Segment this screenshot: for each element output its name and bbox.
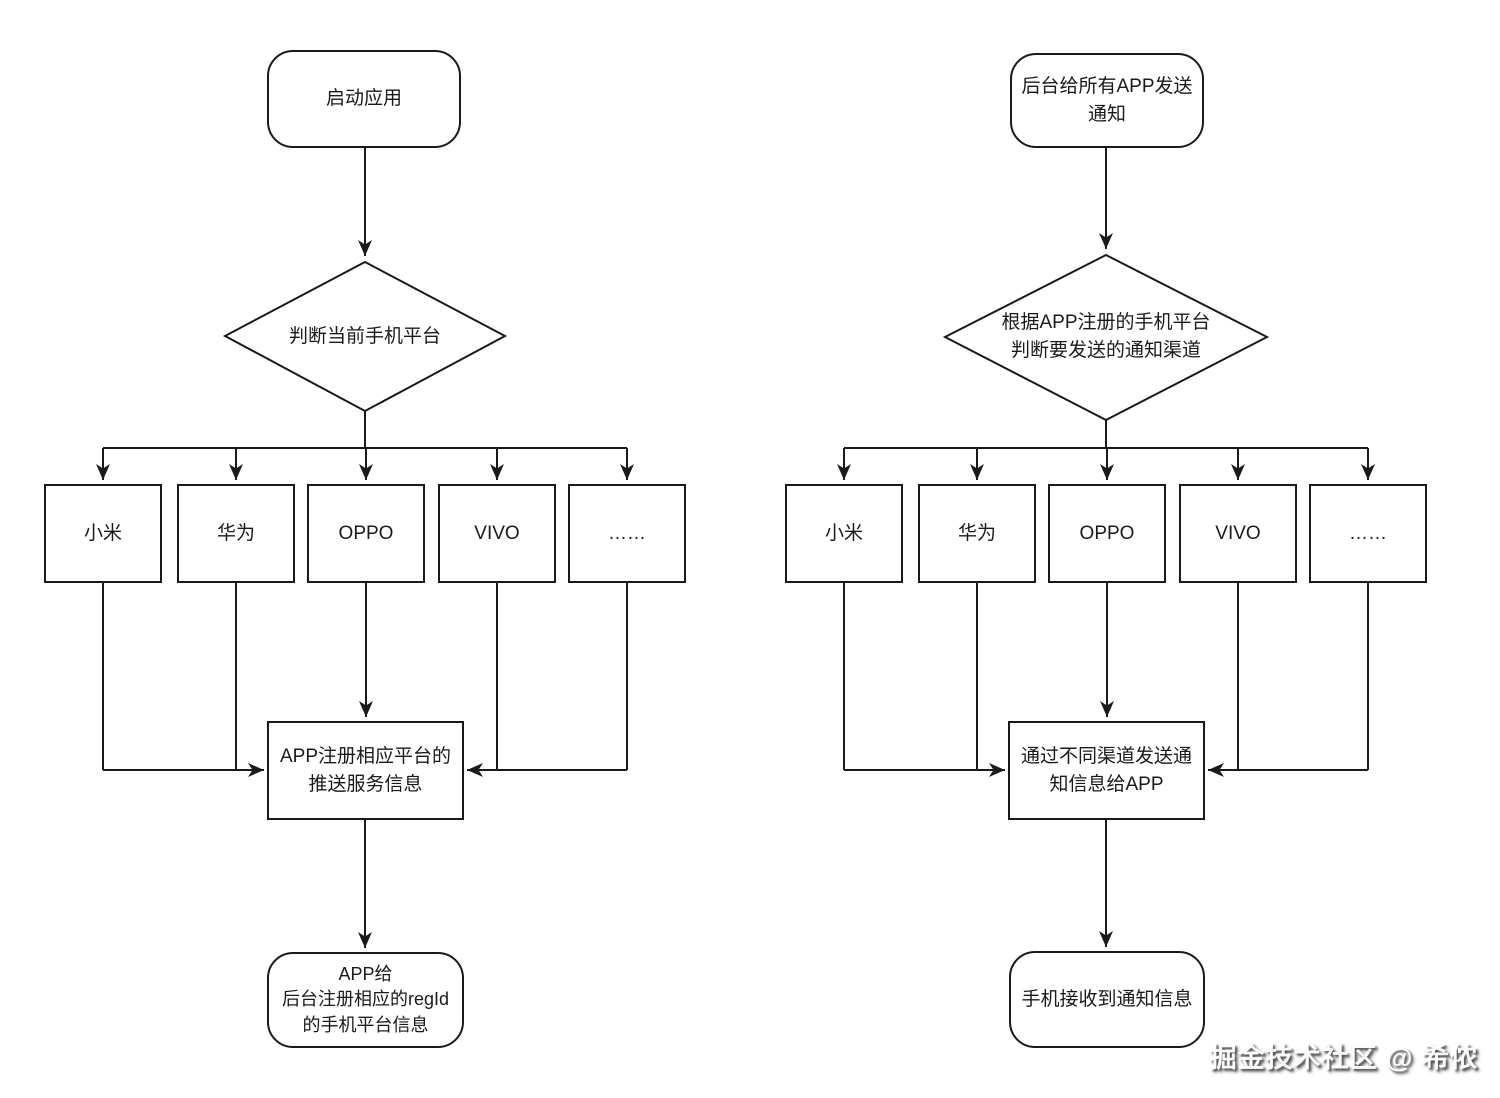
left-platform-huawei: 华为 [177, 484, 295, 583]
left-end-node: APP给 后台注册相应的regId 的手机平台信息 [267, 952, 464, 1048]
right-start-node: 后台给所有APP发送 通知 [1010, 53, 1204, 148]
left-process-node: APP注册相应平台的 推送服务信息 [267, 721, 464, 820]
right-decision-diamond [942, 253, 1270, 422]
right-platform-xiaomi: 小米 [785, 484, 903, 583]
left-start-node: 启动应用 [267, 50, 461, 148]
left-platform-oppo: OPPO [307, 484, 425, 583]
right-decision-label: 根据APP注册的手机平台 判断要发送的通知渠道 [1001, 311, 1211, 362]
left-platform-others: …… [568, 484, 686, 583]
right-end-node: 手机接收到通知信息 [1009, 951, 1205, 1048]
left-decision-label: 判断当前手机平台 [288, 325, 441, 347]
right-platform-vivo: VIVO [1179, 484, 1297, 583]
left-platform-xiaomi: 小米 [44, 484, 162, 583]
right-process-node: 通过不同渠道发送通 知信息给APP [1008, 721, 1205, 820]
left-platform-vivo: VIVO [438, 484, 556, 583]
right-platform-huawei: 华为 [918, 484, 1036, 583]
right-platform-others: …… [1309, 484, 1427, 583]
right-flow-connectors [837, 148, 1375, 947]
left-decision-diamond [222, 260, 508, 413]
watermark: 掘金技术社区 @ 希侬 [1209, 1043, 1478, 1073]
right-platform-oppo: OPPO [1048, 484, 1166, 583]
left-flow-connectors [96, 148, 634, 948]
